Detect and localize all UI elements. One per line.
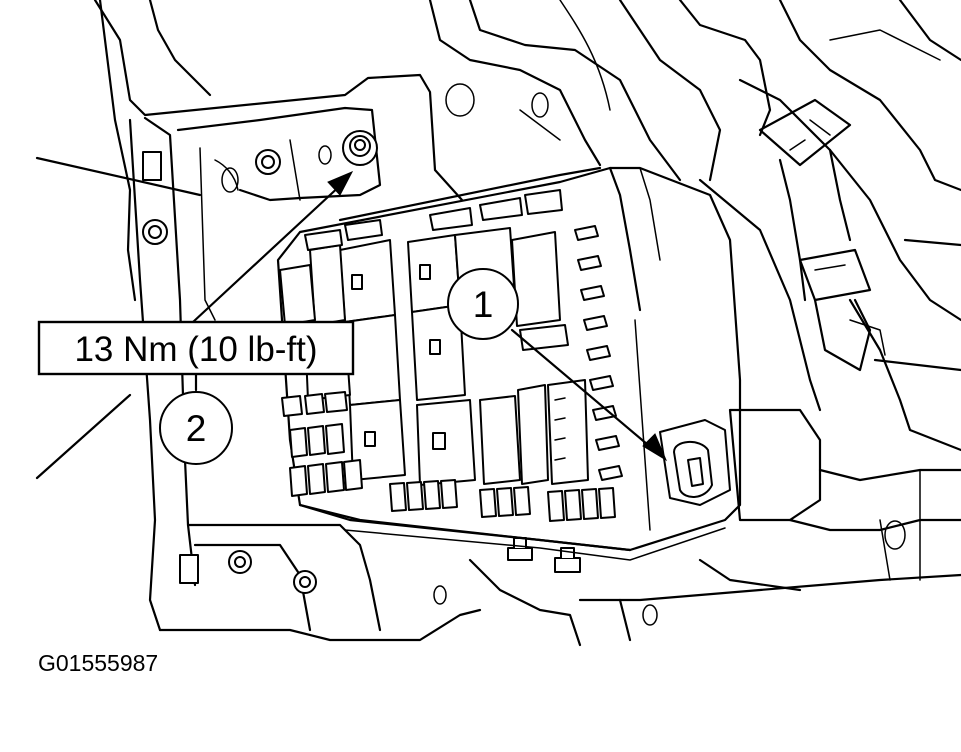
callout-2-leader-bottom	[35, 393, 132, 480]
bolt-icon	[228, 550, 252, 574]
fasteners	[142, 130, 581, 594]
callout-2: 2	[159, 391, 233, 465]
torque-spec-box: 13 Nm (10 lb-ft)	[37, 320, 355, 376]
callout-1: 1	[447, 268, 519, 340]
flange-nut-icon	[342, 130, 378, 166]
stud-nut-icon	[507, 537, 533, 561]
wiring-harness	[728, 98, 886, 522]
mini-fuse-block-left	[281, 391, 363, 497]
callout-1-number: 1	[473, 284, 494, 325]
mini-fuse-block-bottom	[389, 479, 616, 522]
fuse-box	[276, 166, 742, 561]
bolt-icon	[293, 570, 317, 594]
callout-2-number: 2	[186, 408, 207, 449]
torque-spec-text: 13 Nm (10 lb-ft)	[74, 330, 317, 369]
relay-row-lower	[349, 379, 589, 486]
callout-1-leader-line	[510, 328, 656, 452]
arrow-head-icon	[327, 171, 354, 196]
figure-id: G01555987	[38, 650, 158, 676]
relay-row-upper	[279, 189, 563, 327]
torque-leader-line	[191, 181, 345, 324]
leader-lines	[35, 156, 668, 480]
bolt-icon	[255, 149, 281, 175]
bolt-icon	[142, 219, 168, 245]
release-tab	[659, 419, 731, 506]
vent-slots	[574, 225, 623, 481]
vehicle-body-structure	[93, 0, 961, 647]
arrow-head-icon	[642, 433, 668, 462]
callout-2-leader-top	[35, 156, 202, 197]
